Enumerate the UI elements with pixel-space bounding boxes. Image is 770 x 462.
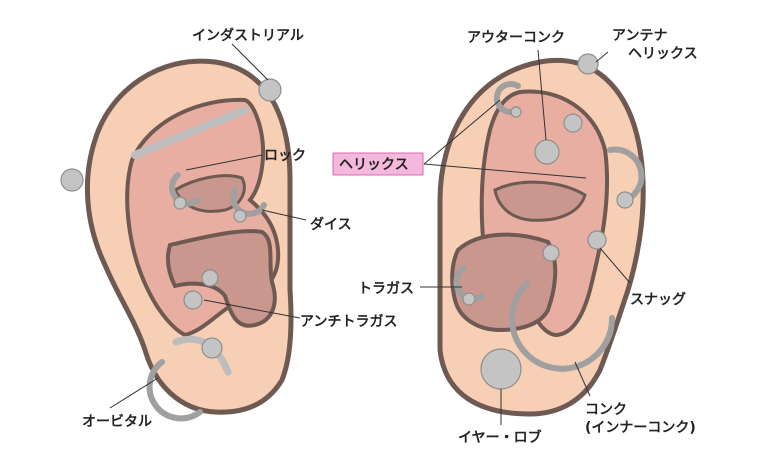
leader-orbital	[109, 377, 159, 409]
antenna-helix-ball	[577, 53, 599, 75]
helix-highlight-box	[332, 152, 424, 176]
right-ear-crus	[493, 180, 587, 222]
antitragus-ball-2	[183, 290, 203, 310]
tragus-ball	[462, 292, 476, 306]
snug-ball-2	[542, 244, 560, 262]
labels: インダストリアル ロック ダイス アンチトラガス オービタル アウターコンク ア…	[82, 27, 698, 446]
helix-top-ball	[510, 106, 522, 118]
right-ear	[437, 53, 646, 417]
leader-daith	[261, 209, 307, 221]
leader-rook	[185, 154, 263, 171]
orbital-bar-ball	[201, 337, 223, 359]
rook-ring	[169, 172, 201, 207]
leader-helix-a	[423, 99, 501, 165]
leader-snug	[599, 247, 631, 284]
left-ear-concha	[165, 229, 277, 328]
label-antenna-helix-1: アンテナ	[612, 28, 667, 44]
leader-helix-b	[423, 163, 587, 179]
helix-ring-top	[493, 81, 521, 116]
tragus-ring	[453, 265, 485, 302]
helix-small-ball	[563, 113, 583, 133]
leader-antenna-helix	[595, 51, 609, 63]
orbital-side-ball	[60, 168, 84, 192]
leader-industrial	[231, 43, 269, 81]
left-ear	[60, 58, 294, 422]
helix-right-ball	[616, 191, 634, 209]
label-helix: ヘリックス	[339, 157, 409, 173]
label-rook: ロック	[264, 148, 306, 164]
conch-ring	[509, 280, 616, 372]
leader-outer-conch	[537, 49, 547, 141]
antitragus-ball	[201, 269, 219, 287]
left-ear-lobe	[150, 340, 270, 399]
snug-ball	[587, 230, 607, 250]
label-antitragus: アンチトラガス	[300, 314, 397, 330]
label-daith: ダイス	[310, 216, 352, 233]
label-conch-2: (インナーコンク)	[585, 420, 696, 436]
label-snug: スナッグ	[630, 291, 686, 308]
leader-antitragus	[203, 299, 301, 319]
label-earlobe: イヤー・ロブ	[458, 429, 542, 446]
orbital-ring	[146, 359, 203, 422]
leader-lines	[109, 43, 631, 425]
label-conch-1: コンク	[585, 402, 627, 418]
label-outer-conch: アウターコンク	[467, 30, 565, 46]
right-ear-concha	[450, 232, 558, 333]
outer-conch-ball	[534, 139, 560, 165]
earlobe-ball	[480, 348, 522, 390]
industrial-bar	[131, 106, 249, 159]
label-antenna-helix-2: ヘリックス	[628, 46, 698, 62]
leader-conch	[574, 361, 591, 397]
industrial-ball-top	[258, 78, 282, 102]
rook-ball	[173, 196, 187, 210]
daith-ball	[233, 209, 247, 223]
label-tragus: トラガス	[358, 281, 414, 297]
label-orbital: オービタル	[82, 414, 152, 430]
label-industrial: インダストリアル	[192, 27, 304, 44]
